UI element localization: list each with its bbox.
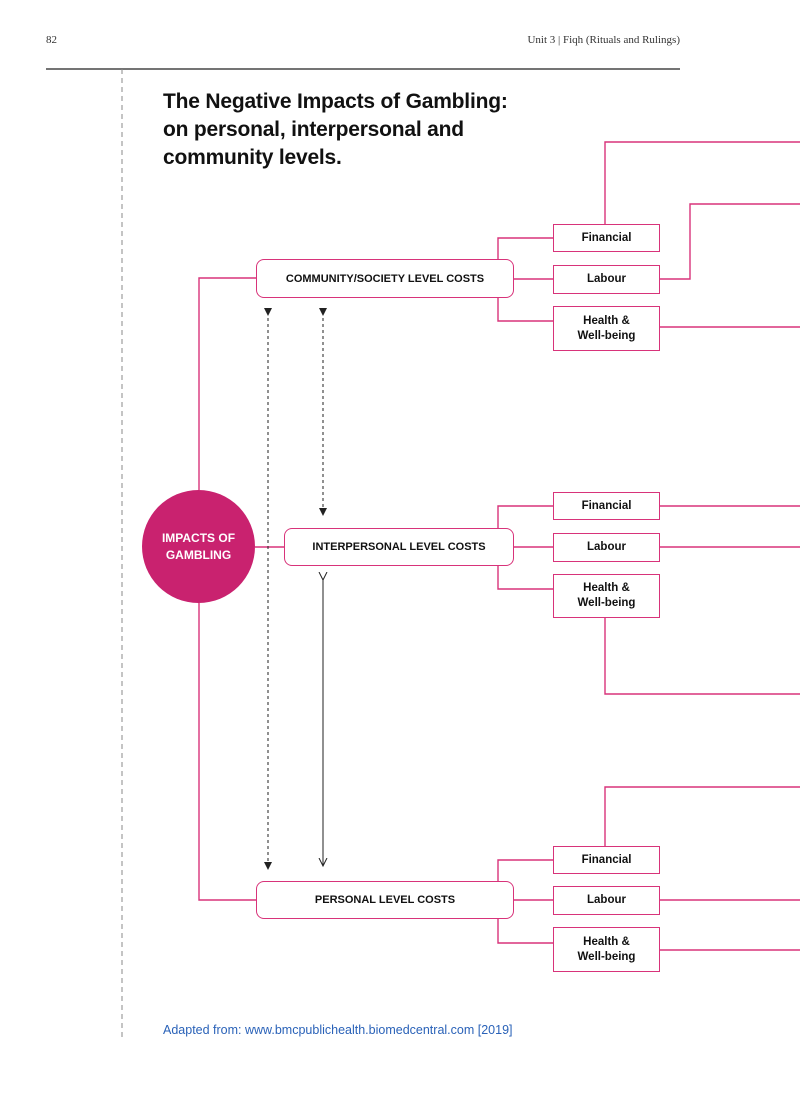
personal-financial-box: Financial [553,846,660,874]
community-labour-box: Labour [553,265,660,294]
personal-financial-label: Financial [581,853,632,866]
interpersonal-branch-top [497,505,553,530]
personal-branch-top [497,859,553,884]
community-branch-bottom [497,296,553,322]
page-title: The Negative Impacts of Gambling: on per… [163,88,583,172]
interpersonal-level-label: INTERPERSONAL LEVEL COSTS [312,541,486,553]
trunk-community [198,277,256,490]
interpersonal-health-label-1: Health & [583,582,630,594]
title-line-3: community levels. [163,146,342,169]
title-line-2: on personal, interpersonal and [163,118,464,141]
circle-label-line-1: IMPACTS OF [161,530,236,545]
community-financial-label: Financial [581,231,632,244]
interpersonal-financial-label: Financial [581,499,632,512]
community-health-label-2: Well-being [577,329,636,342]
interpersonal-branch-bottom [497,564,553,590]
personal-financial-out [604,786,800,846]
circle-label-line-2: GAMBLING [165,547,232,562]
community-financial-out [604,141,800,224]
community-health-label-1: Health & [583,314,630,327]
personal-health-label-1: Health & [583,935,630,948]
page-number: 82 [46,34,57,46]
community-labour-label: Labour [587,273,626,285]
trunk-personal [198,603,256,901]
community-financial-box: Financial [553,224,660,252]
community-level-label: COMMUNITY/SOCIETY LEVEL COSTS [285,272,485,285]
title-line-1: The Negative Impacts of Gambling: [163,90,508,113]
personal-health-label-2: Well-being [577,950,636,963]
source-link[interactable]: Adapted from: www.bmcpublichealth.biomed… [163,1023,513,1037]
interpersonal-health-out [604,618,800,695]
community-health-box: Health & Well-being [553,306,660,351]
interpersonal-financial-box: Financial [553,492,660,520]
community-level-box: COMMUNITY/SOCIETY LEVEL COSTS [256,259,514,298]
interpersonal-health-label-2: Well-being [577,597,636,609]
personal-health-box: Health & Well-being [553,927,660,972]
interpersonal-health-box: Health & Well-being [553,574,660,618]
personal-level-label: PERSONAL LEVEL COSTS [314,894,456,906]
personal-labour-label: Labour [587,894,626,906]
community-branch-top [497,237,553,262]
interpersonal-level-box: INTERPERSONAL LEVEL COSTS [284,528,514,566]
personal-level-box: PERSONAL LEVEL COSTS [256,881,514,919]
personal-labour-box: Labour [553,886,660,915]
running-head: Unit 3 | Fiqh (Rituals and Rulings) [527,34,680,46]
personal-branch-bottom [497,917,553,944]
interpersonal-labour-label: Labour [587,541,626,553]
community-labour-out [660,203,800,280]
interpersonal-labour-box: Labour [553,533,660,562]
impacts-of-gambling-circle: IMPACTS OF GAMBLING [142,490,255,603]
